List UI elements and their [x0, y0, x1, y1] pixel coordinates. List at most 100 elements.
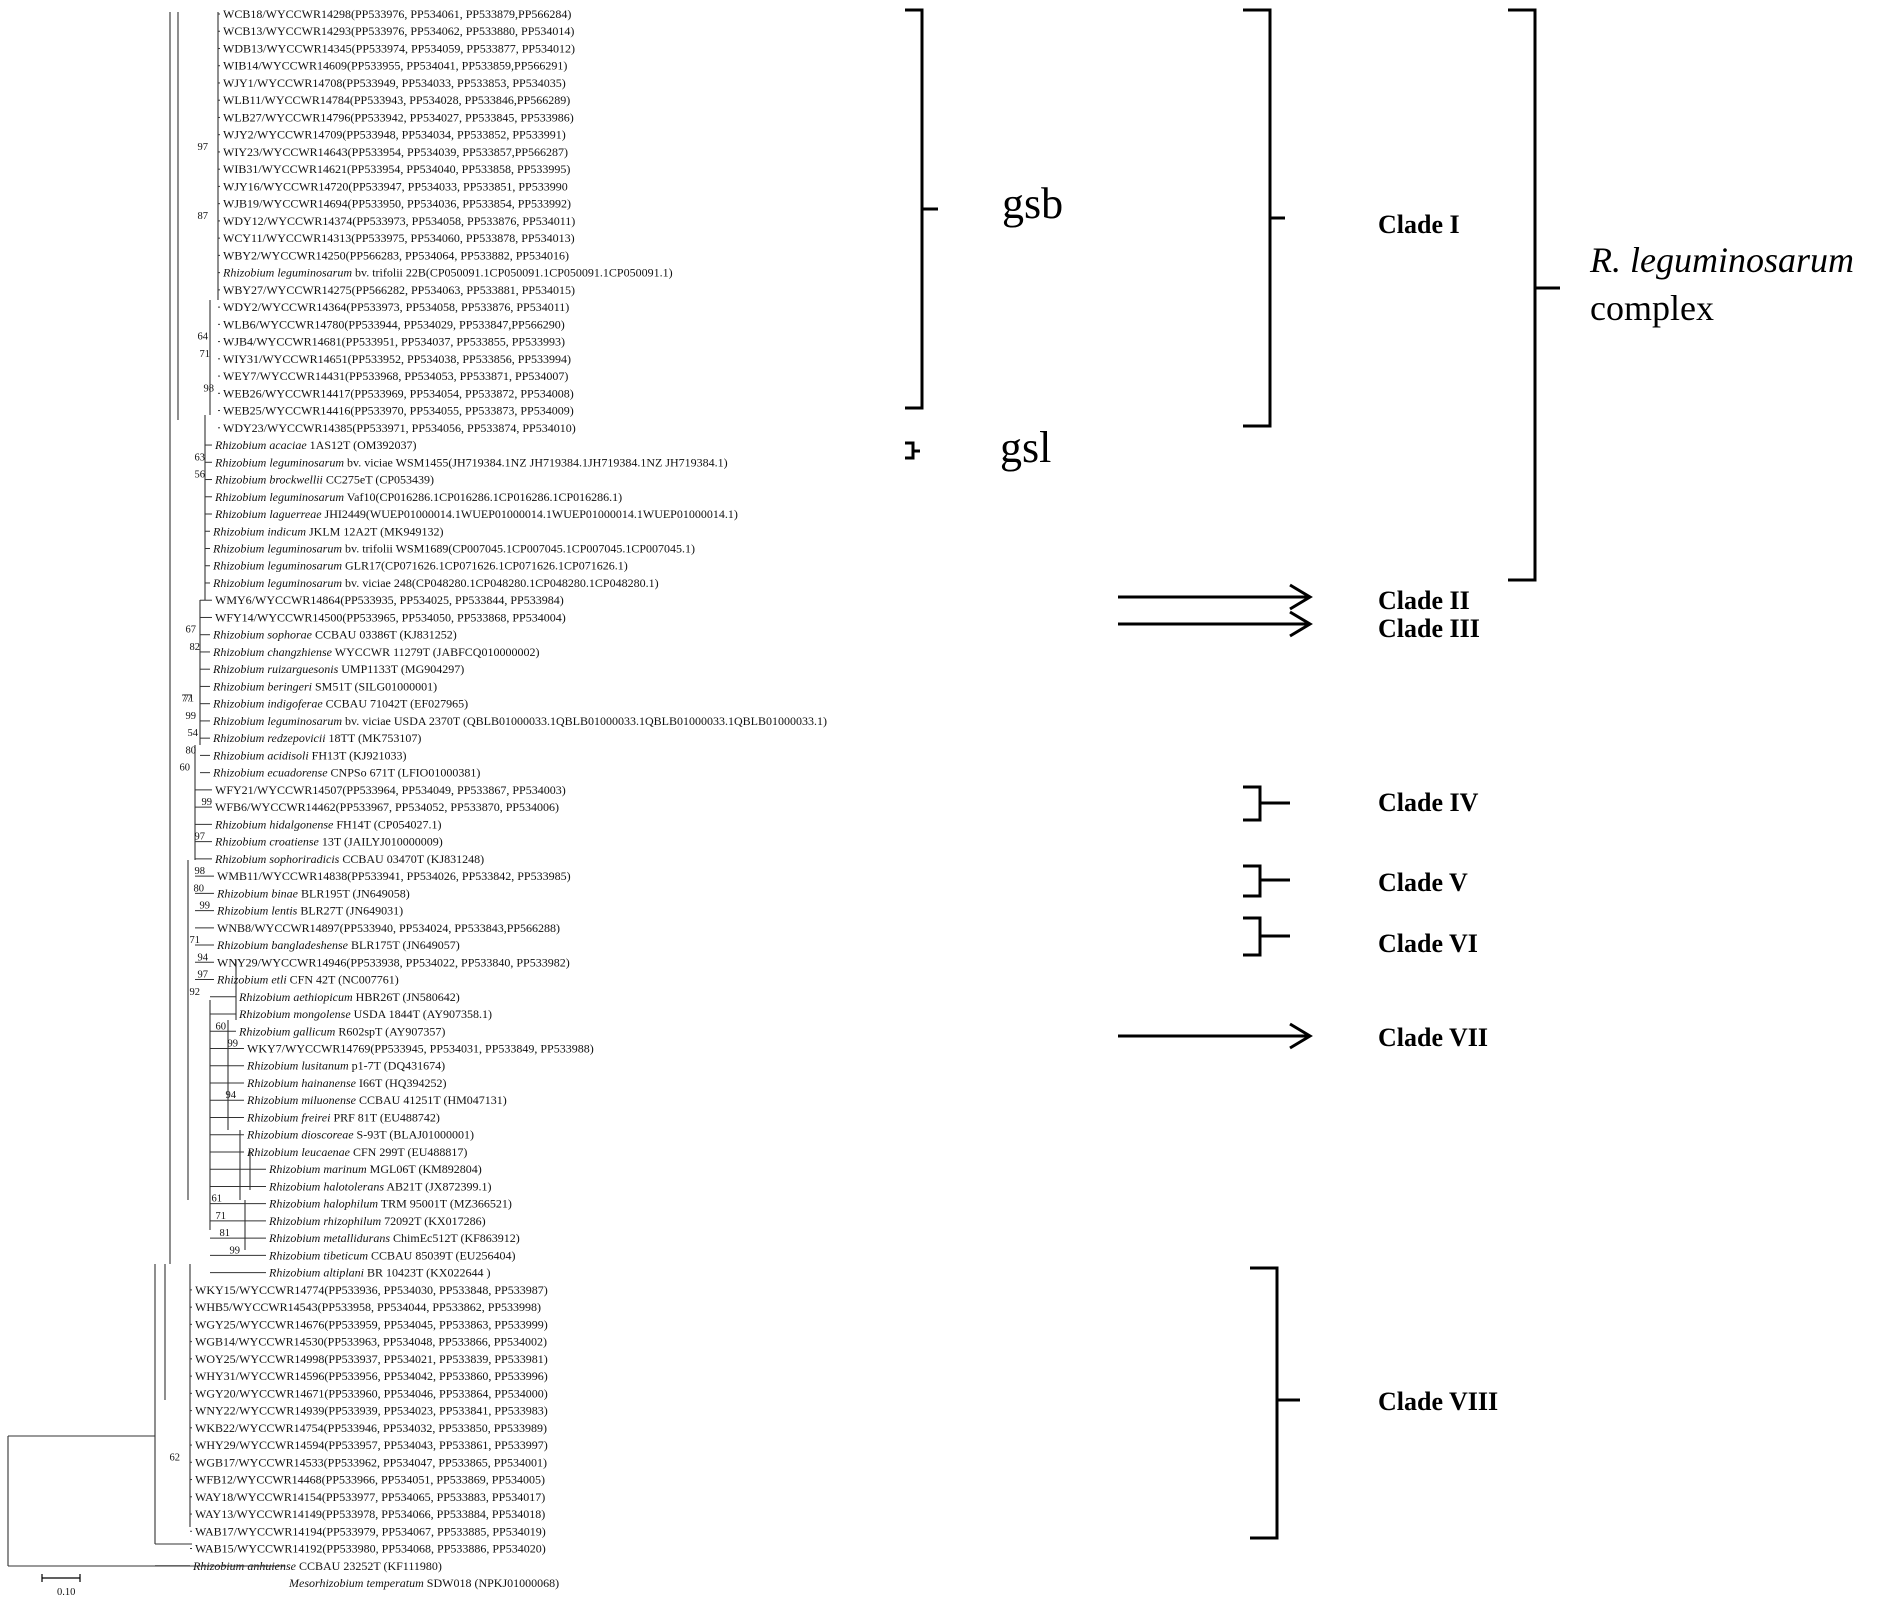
leaf-label: WBY27/WYCCWR14275(PP566282, PP534063, PP…: [223, 283, 575, 297]
bootstrap-value: 71: [216, 1211, 227, 1222]
leaf-label: Rhizobium indicum JKLM 12A2T (MK949132): [212, 524, 443, 538]
leaf-label: Rhizobium brockwellii CC275eT (CP053439): [214, 473, 434, 487]
leaf-label: Rhizobium altiplani BR 10423T (KX022644 …: [268, 1266, 490, 1280]
leaf-label: WJB19/WYCCWR14694(PP533950, PP534036, PP…: [223, 197, 571, 211]
leaf-label: Rhizobium acaciae 1AS12T (OM392037): [214, 438, 416, 452]
leaf-label: WHB5/WYCCWR14543(PP533958, PP534044, PP5…: [195, 1300, 541, 1314]
leaf-label: Rhizobium dioscoreae S-93T (BLAJ01000001…: [246, 1128, 474, 1142]
leaf-label: Rhizobium marinum MGL06T (KM892804): [268, 1162, 482, 1176]
leaf-label: WIB14/WYCCWR14609(PP533955, PP534041, PP…: [223, 59, 567, 73]
leaf-label: WJY1/WYCCWR14708(PP533949, PP534033, PP5…: [223, 76, 566, 90]
bootstrap-value: 99: [200, 901, 211, 912]
clade-i-label: Clade I: [1378, 210, 1460, 239]
clade-vi-label: Clade VI: [1378, 929, 1478, 958]
leaf-label: WKY15/WYCCWR14774(PP533936, PP534030, PP…: [195, 1283, 548, 1297]
bootstrap-value: 63: [195, 452, 206, 463]
leaf-label: Rhizobium etli CFN 42T (NC007761): [216, 973, 399, 987]
scale-bar: 0.10: [41, 1574, 81, 1597]
bootstrap-value: 98: [195, 866, 206, 877]
bootstrap-value: 80: [194, 883, 205, 894]
leaf-label: WNY29/WYCCWR14946(PP533938, PP534022, PP…: [217, 955, 570, 969]
leaf-label: Rhizobium leguminosarum bv. trifolii 22B…: [222, 266, 673, 280]
leaf-label: WIB31/WYCCWR14621(PP533954, PP534040, PP…: [223, 162, 570, 176]
bootstrap-value: 60: [216, 1021, 227, 1032]
leaf-label: Rhizobium hainanense I66T (HQ394252): [246, 1076, 446, 1090]
gsb-bracket: gsb: [905, 8, 1063, 410]
leaf-labels: WCB18/WYCCWR14298(PP533976, PP534061, PP…: [192, 7, 827, 1590]
leaf-label: WAB15/WYCCWR14192(PP533980, PP534068, PP…: [195, 1542, 546, 1556]
leaf-label: Rhizobium metallidurans ChimEc512T (KF86…: [268, 1231, 520, 1245]
bootstrap-value: 82: [190, 642, 201, 653]
leaf-label: WDY23/WYCCWR14385(PP533971, PP534056, PP…: [223, 421, 576, 435]
clade-ii-label: Clade II: [1378, 586, 1470, 615]
bootstrap-values: 9787647198635667827771995480609997988099…: [170, 142, 241, 1463]
leaf-branch-ticks: [155, 13, 266, 1567]
leaf-label: WKY7/WYCCWR14769(PP533945, PP534031, PP5…: [247, 1042, 594, 1056]
bootstrap-value: 62: [170, 1452, 181, 1463]
bootstrap-value: 61: [212, 1194, 223, 1205]
clade-iii-label: Clade III: [1378, 614, 1480, 643]
leaf-label: WEB26/WYCCWR14417(PP533969, PP534054, PP…: [223, 386, 574, 400]
leaf-label: WCY11/WYCCWR14313(PP533975, PP534060, PP…: [223, 231, 575, 245]
leaf-label: WLB11/WYCCWR14784(PP533943, PP534028, PP…: [223, 93, 570, 107]
leaf-label: Rhizobium croatiense 13T (JAILYJ01000000…: [214, 835, 443, 849]
leaf-label: Rhizobium acidisoli FH13T (KJ921033): [212, 748, 406, 762]
leaf-label: Rhizobium gallicum R602spT (AY907357): [238, 1024, 445, 1038]
leaf-label: Rhizobium leguminosarum GLR17(CP071626.1…: [212, 559, 628, 573]
leaf-label: Rhizobium changzhiense WYCCWR 11279T (JA…: [212, 645, 539, 659]
leaf-label: Rhizobium indigoferae CCBAU 71042T (EF02…: [212, 697, 468, 711]
bootstrap-value: 81: [220, 1228, 231, 1239]
leaf-label: Rhizobium tibeticum CCBAU 85039T (EU2564…: [268, 1248, 515, 1262]
complex-bracket: R. leguminosarum complex: [1508, 8, 1854, 582]
bootstrap-value: 99: [228, 1039, 239, 1050]
bootstrap-value: 71: [190, 935, 201, 946]
bootstrap-value: 99: [186, 711, 197, 722]
leaf-label: Rhizobium beringeri SM51T (SILG01000001): [212, 679, 437, 693]
leaf-label: Rhizobium anhuiense CCBAU 23252T (KF1119…: [192, 1559, 442, 1573]
leaf-label: WFB12/WYCCWR14468(PP533966, PP534051, PP…: [195, 1473, 545, 1487]
leaf-label: WKB22/WYCCWR14754(PP533946, PP534032, PP…: [195, 1421, 547, 1435]
leaf-label: WAB17/WYCCWR14194(PP533979, PP534067, PP…: [195, 1524, 546, 1538]
gsl-bracket: gsl: [905, 423, 1051, 472]
bootstrap-value: 94: [226, 1090, 237, 1101]
leaf-label: WCB13/WYCCWR14293(PP533976, PP534062, PP…: [223, 24, 574, 38]
clade-ii-arrow: Clade II: [1118, 583, 1470, 615]
bootstrap-value: 71: [184, 694, 195, 705]
clade-viii-bracket: Clade VIII: [1250, 1266, 1498, 1540]
leaf-label: Rhizobium laguerreae JHI2449(WUEP0100001…: [214, 507, 738, 521]
bootstrap-value: 80: [186, 745, 197, 756]
leaf-label: WJB4/WYCCWR14681(PP533951, PP534037, PP5…: [223, 335, 565, 349]
tree-branches: [7, 12, 285, 1567]
leaf-label: Rhizobium leucaenae CFN 299T (EU488817): [246, 1145, 467, 1159]
clade-vi-bracket: Clade VI: [1243, 916, 1478, 958]
leaf-label: WNB8/WYCCWR14897(PP533940, PP534024, PP5…: [217, 921, 560, 935]
bootstrap-value: 97: [198, 970, 209, 981]
leaf-label: WJY16/WYCCWR14720(PP533947, PP534033, PP…: [223, 179, 568, 193]
leaf-label: WMB11/WYCCWR14838(PP533941, PP534026, PP…: [217, 869, 571, 883]
leaf-label: Rhizobium halotolerans AB21T (JX872399.1…: [268, 1179, 491, 1193]
leaf-label: Rhizobium leguminosarum Vaf10(CP016286.1…: [214, 490, 622, 504]
leaf-label: WAY18/WYCCWR14154(PP533977, PP534065, PP…: [195, 1490, 545, 1504]
leaf-label: WHY31/WYCCWR14596(PP533956, PP534042, PP…: [195, 1369, 548, 1383]
leaf-label: WGB14/WYCCWR14530(PP533963, PP534048, PP…: [195, 1335, 547, 1349]
complex-label-word: complex: [1590, 288, 1714, 328]
leaf-label: Rhizobium rhizophilum 72092T (KX017286): [268, 1214, 486, 1228]
leaf-label: WCB18/WYCCWR14298(PP533976, PP534061, PP…: [223, 7, 571, 21]
leaf-label: WFY21/WYCCWR14507(PP533964, PP534049, PP…: [215, 783, 566, 797]
leaf-label: Rhizobium leguminosarum bv. viciae 248(C…: [212, 576, 659, 590]
clade-v-bracket: Clade V: [1243, 864, 1468, 898]
leaf-label: Rhizobium redzepovicii 18TT (MK753107): [212, 731, 421, 745]
leaf-label: WAY13/WYCCWR14149(PP533978, PP534066, PP…: [195, 1507, 545, 1521]
leaf-label: Rhizobium mongolense USDA 1844T (AY90735…: [238, 1007, 492, 1021]
leaf-label: Rhizobium aethiopicum HBR26T (JN580642): [238, 990, 460, 1004]
clade-iii-arrow: Clade III: [1118, 610, 1480, 643]
leaf-label: WLB27/WYCCWR14796(PP533942, PP534027, PP…: [223, 110, 574, 124]
bootstrap-value: 99: [202, 797, 213, 808]
leaf-label: Rhizobium leguminosarum bv. trifolii WSM…: [212, 541, 695, 555]
leaf-label: WEB25/WYCCWR14416(PP533970, PP534055, PP…: [223, 404, 574, 418]
leaf-label: WOY25/WYCCWR14998(PP533937, PP534021, PP…: [195, 1352, 548, 1366]
clade-viii-label: Clade VIII: [1378, 1387, 1498, 1416]
bootstrap-value: 77: [182, 694, 193, 705]
leaf-label: WFY14/WYCCWR14500(PP533965, PP534050, PP…: [215, 610, 566, 624]
